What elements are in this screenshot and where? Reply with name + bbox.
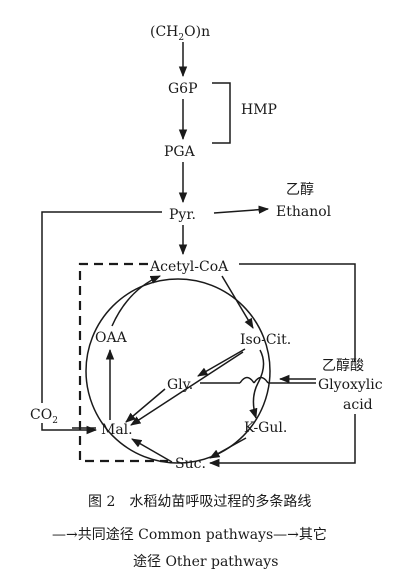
caption-line2: —→共同途径 Common pathways—→其它 (52, 526, 327, 543)
arrow-isocit-kgul (249, 349, 265, 420)
arrow-suc-mal (131, 438, 173, 463)
co2-label: CO2 (30, 407, 58, 426)
caption-line1: 图 2 水稻幼苗呼吸过程的多条路线 (88, 493, 311, 510)
arrow-gly-mal (125, 388, 166, 423)
pyr-label: Pyr. (169, 207, 196, 223)
arrow-co2-mal (41, 423, 98, 435)
arrow-isocit-gly (197, 348, 246, 377)
mal-label: Mal. (101, 422, 133, 438)
acid-label: acid (343, 397, 373, 413)
hmp-label: HMP (241, 102, 277, 118)
caption-line3: 途径 Other pathways (133, 553, 278, 570)
loop-pyr-co2 (41, 211, 162, 403)
glyoxylic-label: Glyoxylic (318, 377, 383, 393)
acetyl-coa-label: Acetyl-CoA (149, 259, 229, 275)
ch2on-label: (CH2O)n (150, 24, 210, 43)
pga-label: PGA (164, 144, 196, 160)
arrow-isocit-mal (130, 351, 244, 426)
glyoxylic-cn-label: 乙醇酸 (322, 357, 364, 374)
iso-cit-label: Iso-Cit. (240, 332, 291, 348)
right-frame (239, 263, 356, 362)
tca-cycle-circle (85, 278, 271, 464)
arrow-pyr-ethanol (213, 205, 270, 214)
dashed-other-pathway (78, 262, 168, 463)
arrow-acetylcoa-isocit (221, 275, 254, 329)
k-gul-label: K-Gul. (244, 420, 287, 436)
gly-label: Gly. (167, 377, 193, 393)
hmp-bracket (212, 82, 231, 144)
ethanol-label: Ethanol (276, 204, 332, 220)
ethanol-cn-label: 乙醇 (286, 181, 314, 198)
suc-label: Suc. (175, 456, 206, 472)
gly-bridge-1 (239, 376, 255, 384)
oaa-label: OAA (95, 330, 128, 346)
arrow-frame-suc (208, 445, 356, 468)
g6p-label: G6P (168, 81, 198, 97)
arrow-oaa-acetylcoa (111, 275, 161, 327)
arrow-kgul-suc (209, 437, 247, 459)
